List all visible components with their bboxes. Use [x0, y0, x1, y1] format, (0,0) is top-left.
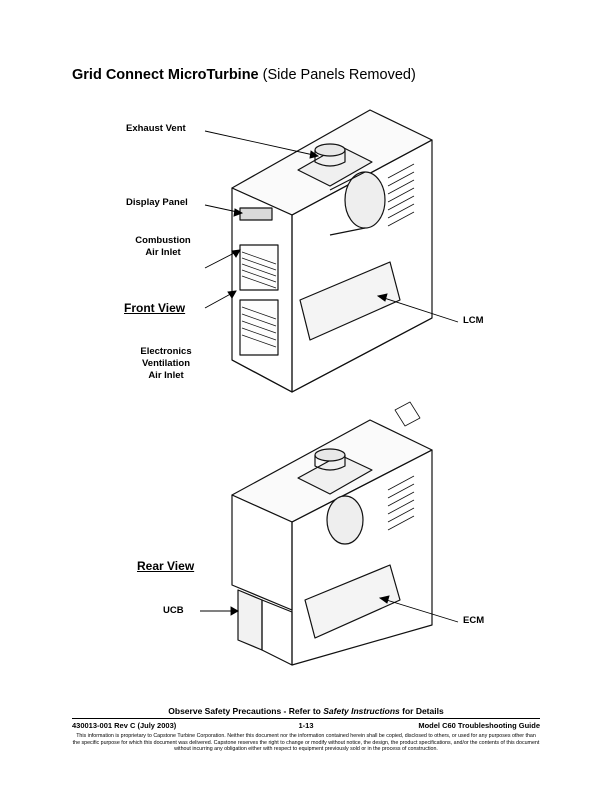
combustion-air-inlet-label: Combustion Air Inlet — [130, 235, 196, 259]
footer-disclaimer: This information is proprietary to Capst… — [72, 733, 540, 753]
page-title-normal: (Side Panels Removed) — [258, 67, 416, 83]
page-title-bold: Grid Connect MicroTurbine — [72, 67, 259, 83]
ucb-label: UCB — [163, 605, 184, 616]
footer-page-number: 1-13 — [298, 721, 314, 730]
front-view-label: Front View — [124, 301, 186, 315]
safety-suffix: for Details — [399, 706, 444, 716]
electronics-line2: Ventilation — [141, 358, 191, 369]
front-view-unit — [231, 109, 433, 393]
footer-guide-title: Model C60 Troubleshooting Guide — [418, 721, 540, 730]
combustion-air-inlet-line2: Air Inlet — [145, 247, 181, 258]
footer-rule — [72, 718, 540, 719]
safety-notice: Observe Safety Precautions - Refer to Sa… — [0, 706, 612, 716]
electronics-line1: Electronics — [140, 346, 192, 357]
lcm-label: LCM — [463, 315, 484, 326]
exhaust-vent-label: Exhaust Vent — [126, 123, 186, 134]
page-title: Grid Connect MicroTurbine (Side Panels R… — [72, 67, 416, 83]
combustion-air-inlet-line1: Combustion — [135, 235, 191, 246]
safety-emphasis: Safety Instructions — [323, 706, 400, 716]
rear-view-label: Rear View — [137, 559, 195, 573]
electronics-line3: Air Inlet — [148, 370, 184, 381]
ecm-label: ECM — [463, 615, 485, 626]
footer-doc-number: 430013-001 Rev C (July 2003) — [72, 721, 177, 730]
electronics-ventilation-air-inlet-label: Electronics Ventilation Air Inlet — [134, 346, 198, 382]
rear-view-unit — [231, 401, 433, 666]
safety-prefix: Observe Safety Precautions - Refer to — [168, 706, 324, 716]
display-panel-label: Display Panel — [126, 197, 188, 208]
